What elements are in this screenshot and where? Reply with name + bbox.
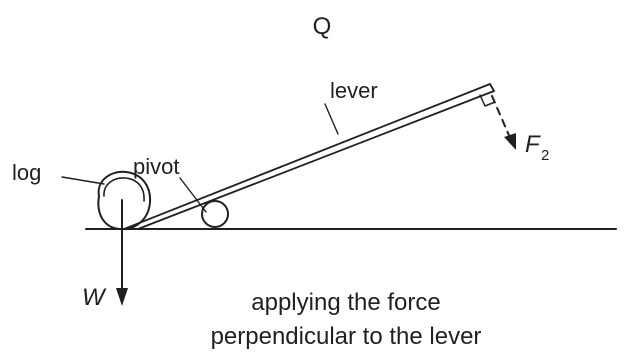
lever-bar <box>123 83 495 230</box>
weight-label: W <box>82 284 107 311</box>
pivot-label: pivot <box>133 154 179 179</box>
force-label: F <box>525 131 541 158</box>
right-angle-marker <box>479 94 496 107</box>
diagram-title: Q <box>313 13 332 40</box>
caption-line-2: perpendicular to the lever <box>211 323 482 350</box>
force-subscript: 2 <box>541 147 549 164</box>
log-shape <box>97 170 152 231</box>
force-f2-arrow <box>491 95 516 150</box>
lever-leader-line <box>324 103 339 135</box>
caption-line-1: applying the force <box>251 289 440 316</box>
log-leader-line <box>61 176 105 185</box>
log-inner-edge <box>103 177 145 202</box>
log-label: log <box>12 160 41 185</box>
pivot-leader-line <box>179 177 207 213</box>
pivot-circle <box>201 200 229 228</box>
weight-w-arrow <box>116 199 128 306</box>
lever-label: lever <box>330 78 378 103</box>
